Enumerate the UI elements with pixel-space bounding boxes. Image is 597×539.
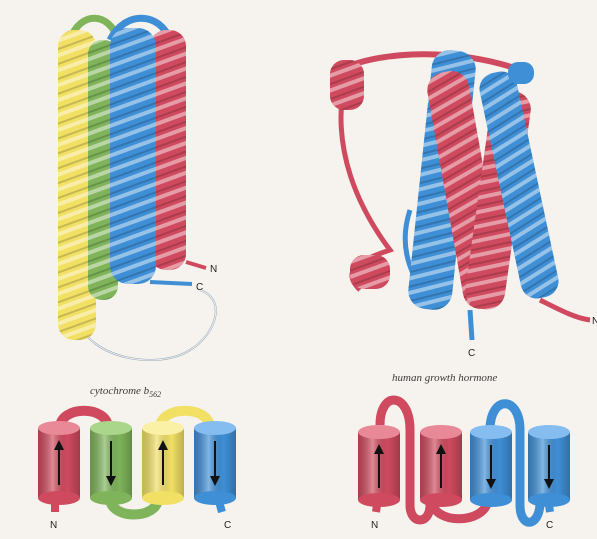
growth-hormone-ribbon: N C [330,48,597,359]
hgh-topology-c-label: C [546,520,553,531]
cytochrome-caption: cytochrome b562 [90,385,161,399]
hgh-c-label: C [468,348,475,359]
cytochrome-c-label: C [196,282,203,293]
cytochrome-bottom-loop [78,290,216,360]
cytochrome-caption-main: cytochrome b [90,385,149,397]
cyto-cylinder-green [90,421,132,505]
hgh-cylinder-blue-2 [528,425,570,507]
hgh-caption: human growth hormone [392,372,497,384]
cytochrome-ribbon: N C [58,18,217,360]
hgh-cylinder-red-1 [358,425,400,507]
cytochrome-topology: N C [38,411,236,531]
cyto-cylinder-blue [194,421,236,505]
hgh-cylinder-red-2 [420,425,462,507]
cytochrome-n-label: N [210,264,217,275]
hgh-n-label: N [592,316,597,327]
cyto-cylinder-yellow [142,421,184,505]
hgh-topology-n-label: N [371,520,378,531]
cyto-cylinder-red [38,421,80,505]
hgh-cylinder-blue-1 [470,425,512,507]
cyto-topology-c-label: C [224,520,231,531]
cyto-topology-n-label: N [50,520,57,531]
hgh-top-loop [340,54,520,70]
hgh-topology: N C [358,400,570,531]
hgh-small-helix-top-right [508,62,534,84]
hgh-c-tail [540,300,590,320]
cytochrome-caption-subscript: 562 [149,390,161,399]
